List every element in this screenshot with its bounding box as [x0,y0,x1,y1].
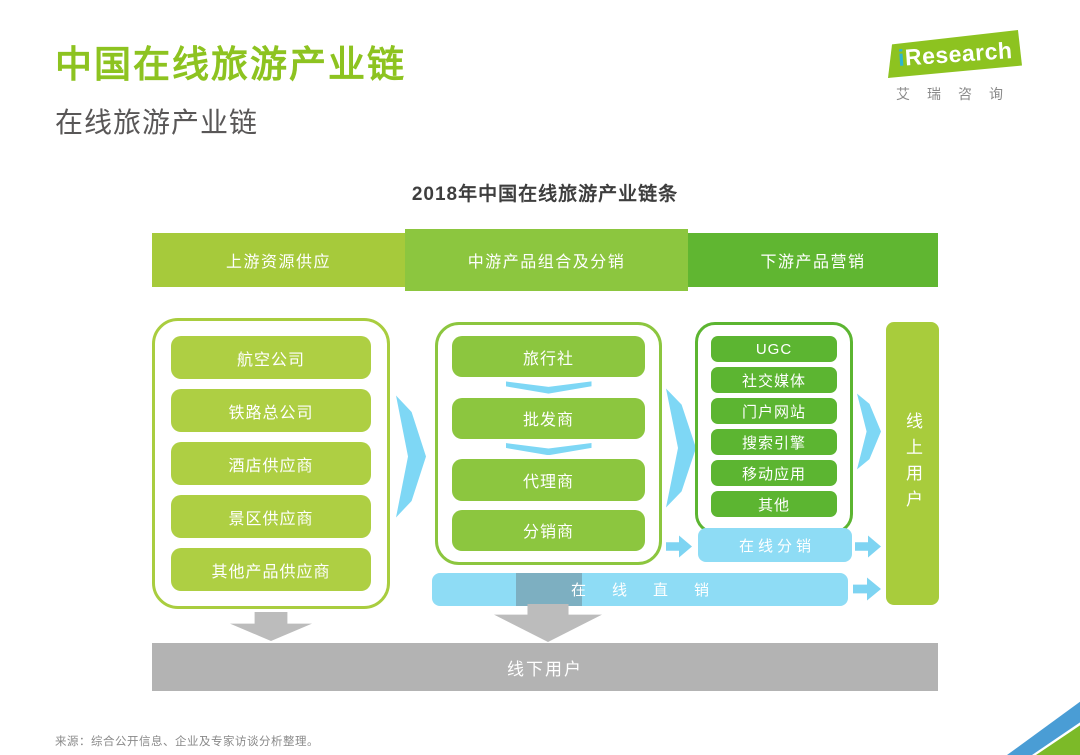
chevron-down-icon [505,443,592,456]
iresearch-logo: iResearch 艾瑞咨询 [888,30,1026,104]
downstream-marketing-box: UGC 社交媒体 门户网站 搜索引擎 移动应用 其他 [695,322,853,534]
upstream-item-other: 其他产品供应商 [171,548,371,591]
online-users-bar: 线上用户 [886,322,939,605]
downstream-item-search-engine: 搜索引擎 [711,429,837,455]
upstream-item-hotel: 酒店供应商 [171,442,371,485]
downstream-item-ugc: UGC [711,336,837,362]
online-direct-bar: 在线直销 [432,573,848,606]
arrow-downstream-to-users-icon [857,393,881,470]
logo-research-text: Research [903,36,1013,70]
midstream-box: 旅行社 批发商 代理商 分销商 [435,322,662,565]
source-note: 来源：综合公开信息、企业及专家访谈分析整理。 [55,736,319,748]
header-midstream: 中游产品组合及分销 [405,229,688,291]
upstream-item-scenic: 景区供应商 [171,495,371,538]
logo-chinese-name: 艾瑞咨询 [896,86,1020,102]
stage-header-row: 上游资源供应 中游产品组合及分销 下游产品营销 [152,229,938,291]
diagram-title: 2018年中国在线旅游产业链条 [411,184,679,205]
midstream-item-agent: 代理商 [452,459,645,501]
downstream-item-portal: 门户网站 [711,398,837,424]
midstream-item-distributor: 分销商 [452,509,645,552]
chevron-down-icon [505,381,592,394]
offline-users-bar: 线下用户 [152,643,938,691]
page-title: 中国在线旅游产业链 [55,44,406,85]
arrow-upstream-to-midstream-icon [396,395,426,518]
header-downstream: 下游产品营销 [688,233,938,287]
downstream-item-mobile-app: 移动应用 [711,460,837,486]
online-distribution-bar: 在线分销 [698,528,852,562]
logo-wordmark: iResearch [897,37,1013,72]
downstream-item-other: 其他 [711,491,837,517]
online-users-label: 线上用户 [903,411,922,516]
midstream-item-travel-agency: 旅行社 [452,336,645,378]
arrow-distribution-to-users-icon [855,535,881,558]
page-subtitle: 在线旅游产业链 [55,107,259,138]
header-upstream: 上游资源供应 [152,233,405,287]
arrow-to-online-distribution-icon [666,535,692,558]
arrow-upstream-to-offline-icon [230,612,312,641]
upstream-item-railway: 铁路总公司 [171,389,371,432]
arrow-midstream-to-downstream-icon [666,388,696,508]
arrow-direct-to-users-icon [853,577,881,601]
downstream-item-social-media: 社交媒体 [711,367,837,393]
gray-arrow-shaft-overlay [516,573,582,606]
logo-parallelogram: iResearch [888,30,1022,78]
page-corner-decoration [980,679,1080,755]
arrow-direct-to-offline-icon [494,604,602,642]
upstream-suppliers-box: 航空公司 铁路总公司 酒店供应商 景区供应商 其他产品供应商 [152,318,390,609]
upstream-item-airlines: 航空公司 [171,336,371,379]
midstream-item-wholesaler: 批发商 [452,397,645,440]
online-direct-label: 在线直销 [570,582,735,599]
